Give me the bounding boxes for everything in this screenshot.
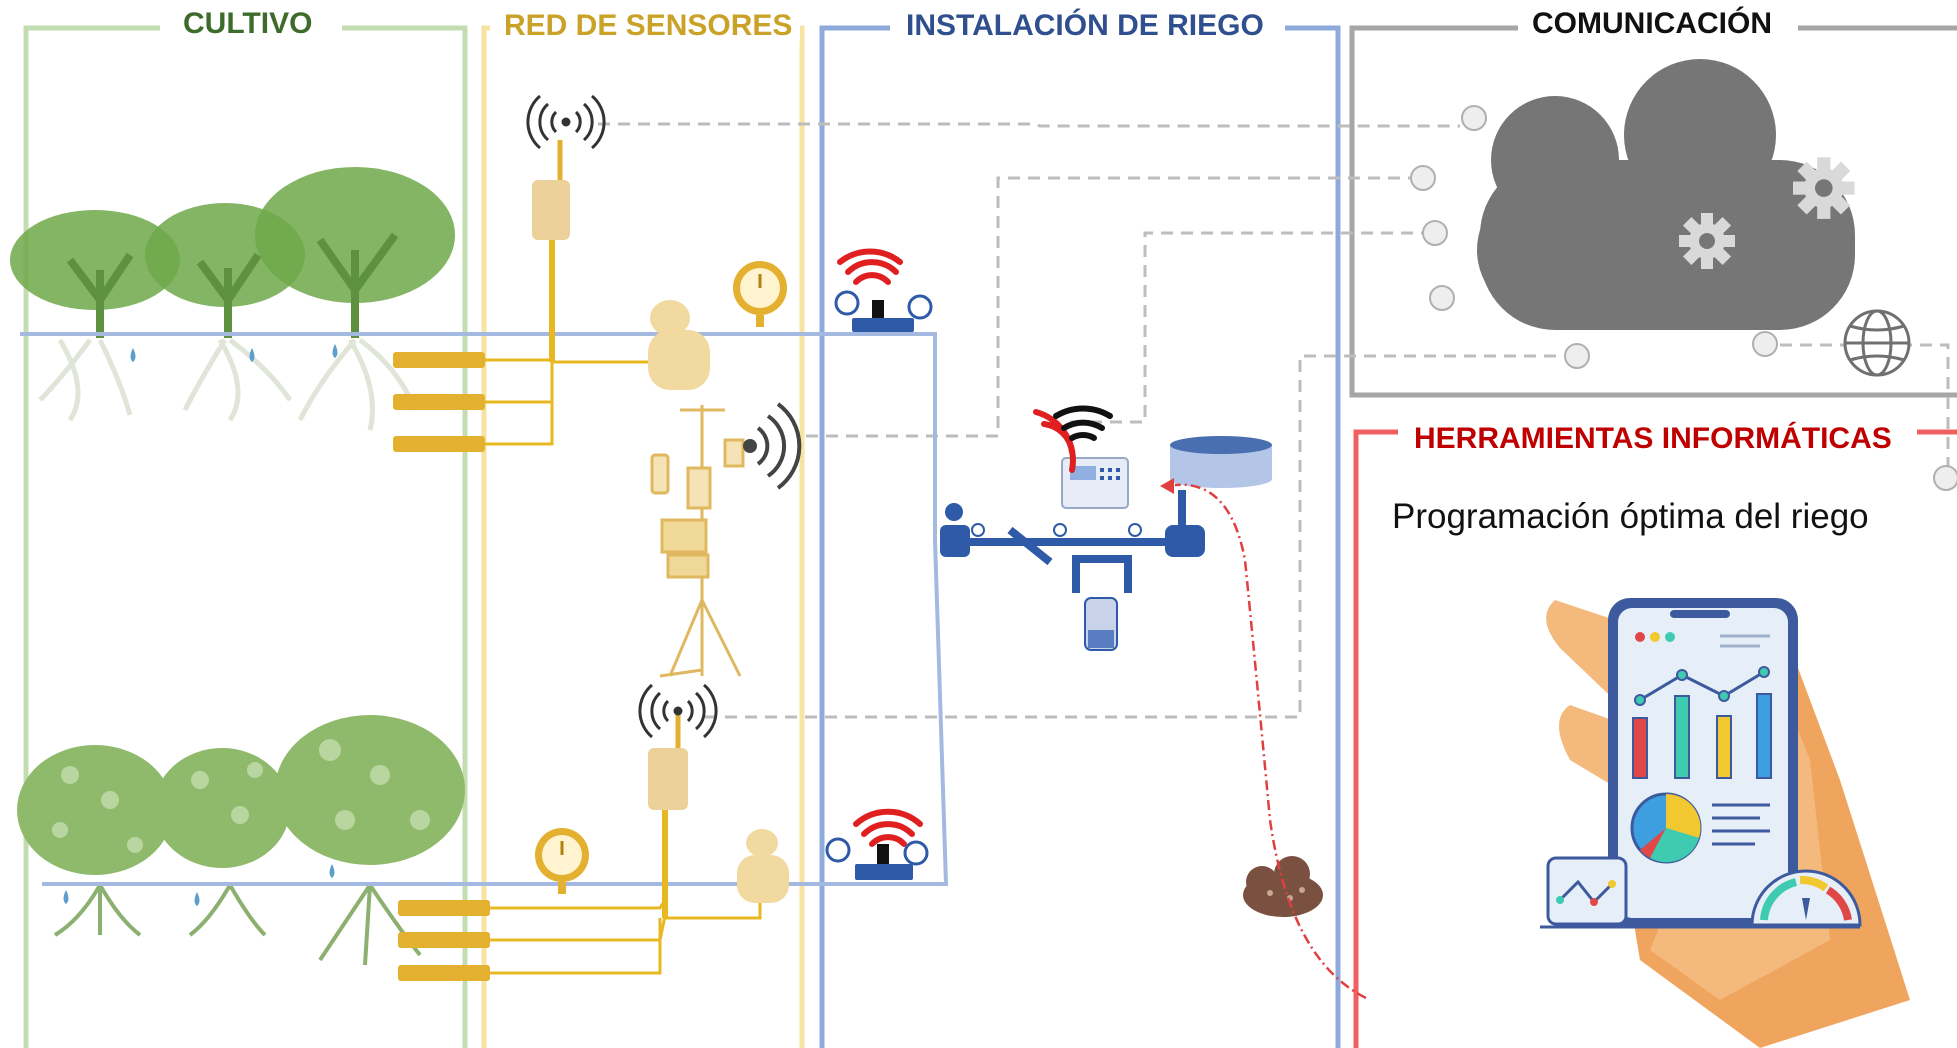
antenna-icon <box>526 94 718 739</box>
section-title-herramientas: HERRAMIENTAS INFORMÁTICAS <box>1406 424 1900 454</box>
orange-tree-icon <box>17 715 465 966</box>
section-title-comunicacion: COMUNICACIÓN <box>1524 9 1780 39</box>
herramientas-description: Programación óptima del riego <box>1392 497 1869 536</box>
olive-tree-icon <box>10 167 455 431</box>
cloud-icon <box>1477 59 1855 330</box>
soil-icon <box>1243 856 1323 917</box>
tensiometer-icon <box>535 261 787 894</box>
datalogger-icon <box>532 140 688 810</box>
hydrant-valve-icon <box>852 300 914 880</box>
section-title-instalacion: INSTALACIÓN DE RIEGO <box>898 11 1272 41</box>
mini-chart-card-icon <box>1546 856 1628 926</box>
section-title-cultivo: CULTIVO <box>175 9 321 39</box>
pressure-gauge-icon <box>825 290 933 866</box>
soil-moisture-probe-icon <box>393 352 490 981</box>
communication-lines <box>598 122 1950 719</box>
connection-nodes <box>1410 105 1957 491</box>
irrigation-controller-icon <box>1061 457 1129 509</box>
section-title-red-sensores: RED DE SENSORES <box>496 11 801 41</box>
water-meter-icon <box>648 300 789 903</box>
irrigation-head-icon <box>940 490 1205 593</box>
main-pipeline <box>20 332 949 886</box>
instalacion-frame <box>819 25 1341 1048</box>
water-tank-icon <box>1170 436 1272 488</box>
herramientas-frame <box>1353 429 1957 1048</box>
cultivo-frame <box>23 25 468 1048</box>
globe-icon <box>1843 309 1911 377</box>
gauge-card-icon <box>1540 869 1862 929</box>
comunicacion-frame <box>1349 25 1957 398</box>
controller-wifi-icon <box>1033 405 1113 473</box>
arrow-head <box>1160 478 1174 494</box>
sensor-cables <box>485 240 762 975</box>
feedback-arrow <box>1174 483 1367 1000</box>
wifi-icon <box>837 248 923 847</box>
weather-station-antenna-icon <box>743 402 802 490</box>
weather-station-icon <box>650 405 745 678</box>
fertilizer-tank-icon <box>1084 597 1118 651</box>
smartphone-icon <box>1608 598 1798 928</box>
